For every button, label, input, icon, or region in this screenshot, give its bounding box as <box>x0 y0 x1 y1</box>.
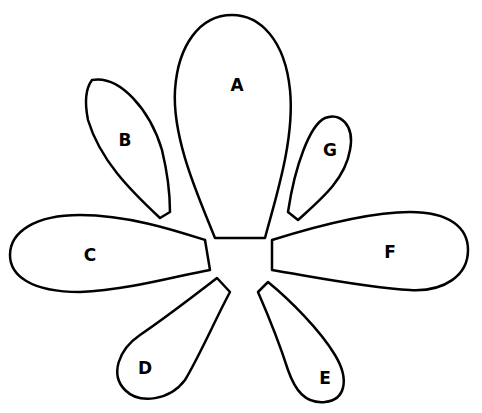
petal-letter: G <box>323 142 337 159</box>
petal-letter: D <box>138 360 152 377</box>
petal-shape: B <box>82 72 174 222</box>
petal-letter: F <box>384 244 396 261</box>
petal-outline <box>6 211 214 296</box>
petal-shape: A <box>170 10 296 242</box>
petal-letter: B <box>119 132 132 149</box>
petal-outline <box>284 108 358 224</box>
petal-outline <box>170 10 296 242</box>
petal-shape: F <box>268 208 472 294</box>
petal-letter: E <box>319 370 331 387</box>
petal-outline <box>268 208 472 294</box>
petal-letter: A <box>230 77 243 94</box>
petal-shape: C <box>6 211 214 296</box>
petal-shape: E <box>254 278 352 406</box>
petal-shape: G <box>284 108 358 224</box>
petal-letter: C <box>84 247 96 264</box>
petal-shape: D <box>110 274 234 408</box>
petal-outline <box>110 274 234 408</box>
petal-outline <box>254 278 352 406</box>
